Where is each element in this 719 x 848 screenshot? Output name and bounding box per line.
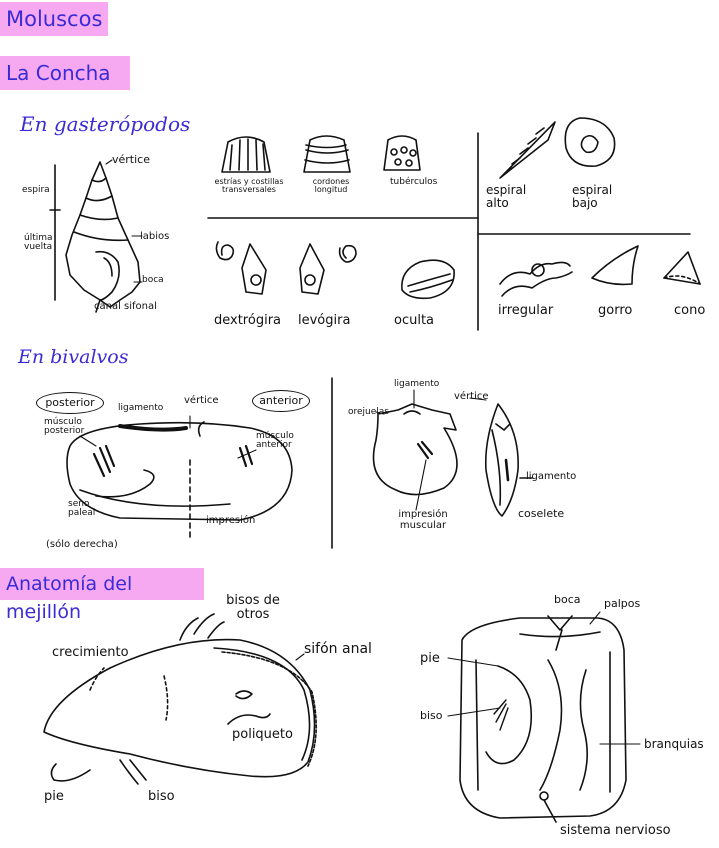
label-espiral-alto: espiral alto bbox=[486, 184, 530, 209]
label-cordones: cordones longitud bbox=[306, 178, 356, 195]
label-seno-paleal: seno paleal bbox=[68, 500, 104, 519]
label-gorro: gorro bbox=[598, 304, 632, 318]
label-levogira: levógira bbox=[298, 314, 350, 328]
label-biso-int: biso bbox=[420, 710, 443, 722]
label-branquias: branquias bbox=[644, 738, 704, 751]
label-pie-ext: pie bbox=[44, 790, 64, 804]
label-biso-ext: biso bbox=[148, 790, 175, 804]
mussel-exterior-drawing bbox=[44, 614, 316, 784]
label-posterior: posterior bbox=[36, 392, 104, 414]
label-oculta: oculta bbox=[394, 314, 434, 328]
ornament-sketches bbox=[222, 136, 420, 172]
label-ligamento-side: ligamento bbox=[526, 472, 576, 483]
label-sifon-anal: sifón anal bbox=[304, 642, 372, 657]
label-palpos: palpos bbox=[604, 598, 640, 610]
shape-sketches bbox=[500, 246, 700, 296]
label-poliqueto: poliqueto bbox=[232, 728, 293, 742]
label-canal-sifonal: canal sifonal bbox=[94, 302, 157, 313]
label-sistema-nervioso: sistema nervioso bbox=[560, 824, 671, 838]
label-boca: boca bbox=[142, 276, 164, 285]
label-ultima-vuelta: última vuelta bbox=[24, 234, 54, 253]
label-crecimiento: crecimiento bbox=[52, 646, 129, 660]
label-espira: espira bbox=[22, 186, 50, 195]
mussel-interior-drawing bbox=[460, 616, 626, 822]
label-boca-int: boca bbox=[554, 594, 581, 606]
label-pie-int: pie bbox=[420, 652, 440, 666]
label-ligamento-right: ligamento bbox=[394, 380, 439, 389]
label-musculo-posterior: músculo posterior bbox=[44, 418, 84, 437]
label-coselete: coselete bbox=[518, 508, 564, 520]
label-labios: labios bbox=[140, 232, 169, 243]
label-dextrogira: dextrógira bbox=[214, 314, 281, 328]
label-impresion-muscular: impresión muscular bbox=[394, 510, 452, 531]
label-ligamento-left: ligamento bbox=[118, 404, 163, 413]
label-vertice-left: vértice bbox=[184, 396, 219, 407]
label-anterior: anterior bbox=[252, 390, 310, 412]
label-impresion: impresión bbox=[206, 516, 255, 527]
label-cono: cono bbox=[674, 304, 705, 318]
spiral-sketches bbox=[500, 118, 615, 178]
label-orejuelas: orejuelas bbox=[348, 408, 389, 417]
label-espiral-bajo: espiral bajo bbox=[572, 184, 616, 209]
label-vertice: vértice bbox=[112, 154, 150, 166]
label-vertice-right: vértice bbox=[454, 392, 489, 403]
label-estrias: estrías y costillas transversales bbox=[208, 178, 290, 195]
bivalve-right-drawing bbox=[374, 404, 533, 516]
label-irregular: irregular bbox=[498, 304, 553, 318]
label-tuberculos: tubérculos bbox=[390, 178, 437, 187]
gastropod-shell-drawing bbox=[50, 162, 140, 312]
label-bisos-otros: bisos de otros bbox=[218, 594, 288, 621]
label-solo-derecha: (sólo derecha) bbox=[46, 540, 118, 551]
label-musculo-anterior: músculo anterior bbox=[256, 432, 300, 451]
coiling-sketches bbox=[216, 242, 454, 298]
